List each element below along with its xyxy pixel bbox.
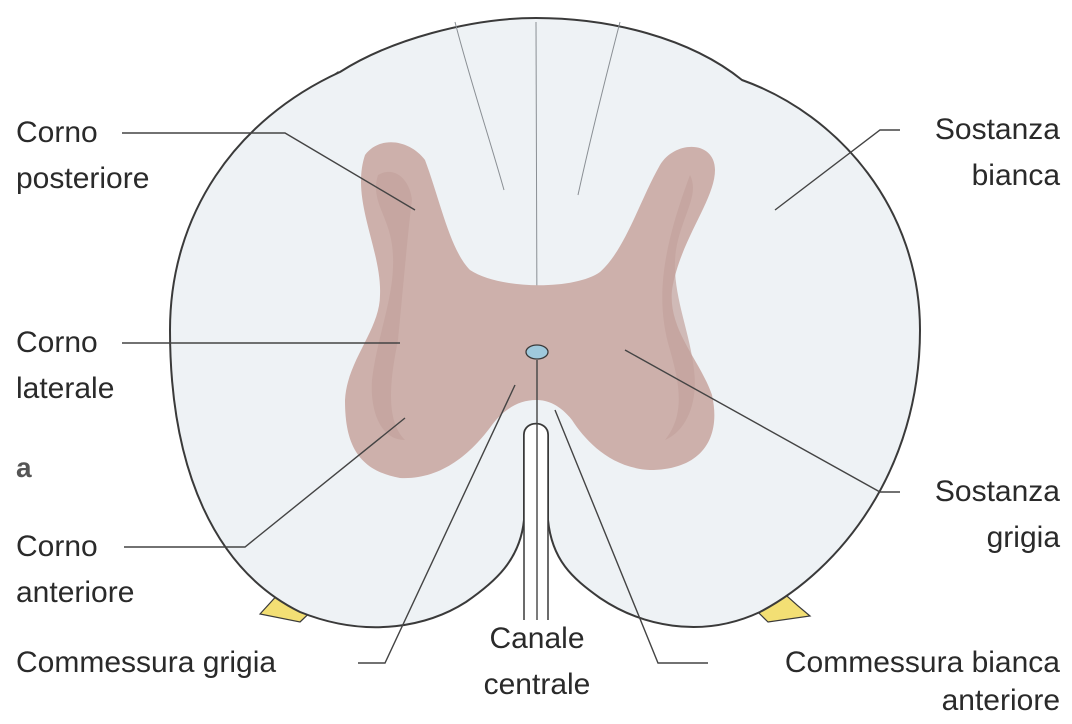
label-canale-centrale-line2: centrale [457,662,617,708]
label-sostanza-bianca-line2: bianca [935,153,1060,199]
panel-letter: a [16,452,32,484]
label-sostanza-grigia-line2: grigia [935,515,1060,561]
label-commessura-bianca-anteriore: Commessura bianca anteriore [785,640,1060,724]
label-corno-posteriore-line1: Corno [16,110,149,156]
label-sostanza-grigia-line1: Sostanza [935,469,1060,515]
label-sostanza-grigia: Sostanza grigia [935,469,1060,561]
label-commessura-grigia: Commessura grigia [16,640,276,686]
label-canale-centrale: Canale centrale [457,616,617,708]
label-corno-laterale-line2: laterale [16,366,114,412]
label-canale-centrale-line1: Canale [457,616,617,662]
label-corno-posteriore: Corno posteriore [16,110,149,202]
central-canal [526,345,548,359]
label-corno-anteriore-line1: Corno [16,524,134,570]
label-corno-laterale-line1: Corno [16,320,114,366]
label-corno-laterale: Corno laterale [16,320,114,412]
label-corno-anteriore-line2: anteriore [16,570,134,616]
anterior-median-fissure [524,424,548,620]
label-sostanza-bianca-line1: Sostanza [935,107,1060,153]
label-sostanza-bianca: Sostanza bianca [935,107,1060,199]
label-corno-anteriore: Corno anteriore [16,524,134,616]
label-corno-posteriore-line2: posteriore [16,156,149,202]
